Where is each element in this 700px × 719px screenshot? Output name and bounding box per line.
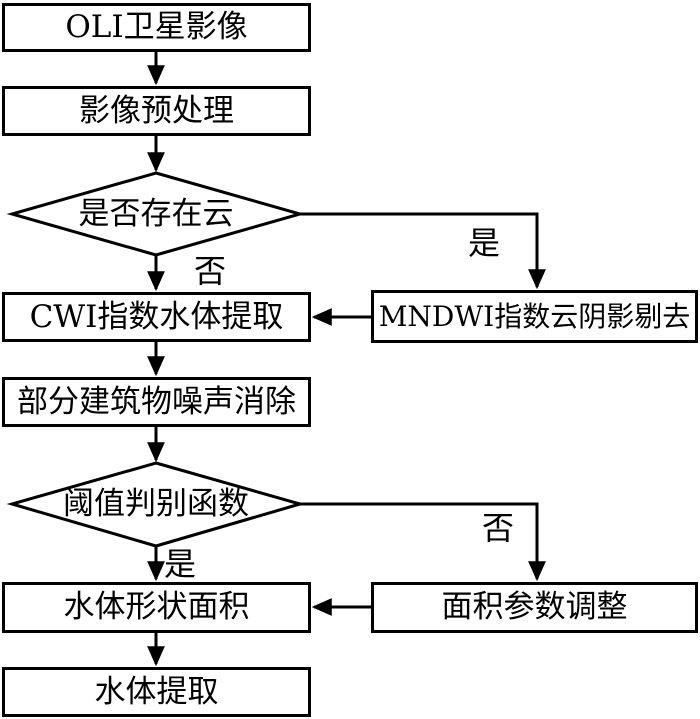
node-area-param-adjust: 面积参数调整: [371, 582, 698, 633]
node-oli-image: OLI卫星影像: [2, 3, 311, 52]
node-water-shape-area: 水体形状面积: [2, 582, 311, 633]
node-preprocessing: 影像预处理: [2, 86, 311, 136]
node-building-noise-removal: 部分建筑物噪声消除: [2, 377, 311, 427]
node-threshold-function-label: 阈值判别函数: [63, 485, 249, 522]
label-cloud-yes: 是: [468, 224, 501, 262]
node-mndwi-cloud-shadow-removal: MNDWI指数云阴影剔去: [371, 290, 698, 343]
edge-threshold-no-to-adjust: [300, 502, 546, 582]
node-cwi-water-extraction: CWI指数水体提取: [2, 292, 311, 342]
label-threshold-yes: 是: [164, 545, 197, 583]
node-water-extraction: 水体提取: [2, 667, 311, 717]
edge-cloud-yes-to-mndwi: [300, 212, 546, 290]
label-threshold-no: 否: [482, 509, 515, 547]
node-cloud-check-label: 是否存在云: [78, 195, 234, 232]
label-cloud-no: 否: [194, 252, 227, 290]
